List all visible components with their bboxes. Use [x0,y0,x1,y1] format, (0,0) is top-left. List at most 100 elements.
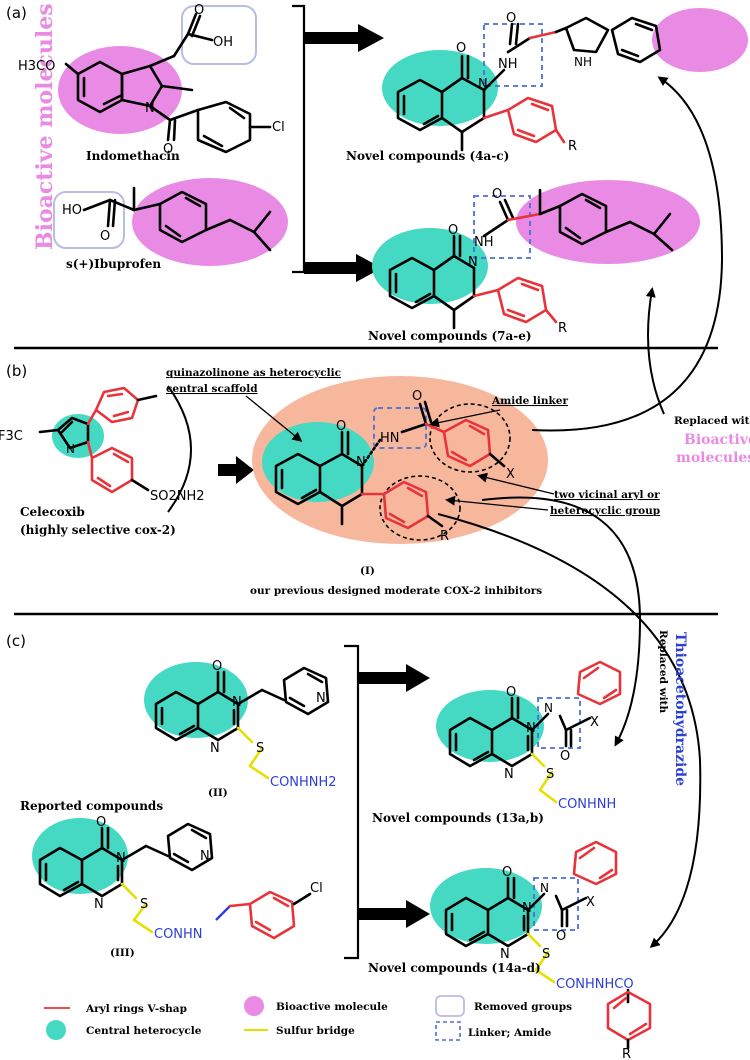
celecoxib-sub-label: (highly selective cox-2) [20,523,176,537]
panel-c-label: (c) [6,632,26,650]
atom-n: N [478,77,488,92]
vicinal-label-line2: heterocyclic group [550,505,660,517]
ibuprofen-label: s(+)Ibuprofen [66,257,161,271]
atom-n: N [468,255,478,270]
arrow-to-13ab-main [358,664,430,692]
atom-o: O [100,229,110,244]
indomethacin-label: Indomethacin [86,149,180,163]
aryl-circle-lower [379,475,461,541]
atom-x: X [506,467,515,482]
arrow-to-14ad-main [358,900,430,928]
panel-b-label: (b) [6,362,27,380]
atom-n: N [526,721,536,736]
compound-13ab-structure: O N N N O X S CONHNH [436,660,622,812]
atom-nh: NH [498,57,518,72]
atom-n: N [504,767,514,782]
compound-I-label: (I) [360,565,375,577]
central-heterocycle [262,422,374,502]
atom-r: R [440,529,449,544]
legend-central: Central heterocycle [86,1025,202,1037]
arrow-to-7ae [304,254,382,282]
atom-o: O [556,929,566,944]
atom-conhn: CONHN [154,927,203,942]
vicinal-label-line1: two vicinal aryl or [554,489,660,501]
bioactive-highlight [132,178,288,266]
novel-compounds-13ab-label: Novel compounds (13a,b) [372,811,544,825]
atom-n: N [94,897,104,912]
atom-s: S [256,741,264,756]
bioactive-word: Bioactive [684,432,750,448]
atom-n: N [232,695,242,710]
legend-swatch-removed [435,995,465,1017]
ibuprofen-structure: HO O [53,178,288,266]
atom-o: O [492,187,502,202]
bracket-b [167,385,192,513]
bioactive-highlight [516,180,700,264]
arrow-to-compound-I [218,456,254,484]
atom-o: O [163,142,173,157]
atom-conhnhco: CONHNHCO [556,977,634,992]
panel-a-label: (a) [6,4,27,22]
atom-cl: Cl [310,881,323,896]
atom-n: N [500,947,510,962]
atom-n: N [116,851,126,866]
arrow-to-14ad [437,513,702,948]
replaced-with-label-c: Replaced with [657,630,669,713]
atom-n: N [66,442,75,456]
atom-o: O [212,659,222,674]
legend-swatch-central [46,1020,66,1040]
atom-o: O [506,685,516,700]
reported-compounds-label: Reported compounds [20,799,163,813]
removed-group-box [181,5,257,65]
atom-n: N [200,849,210,864]
bracket-c [344,644,360,960]
vicinal-pointer-1 [477,472,555,495]
novel-compounds-7ae-label: Novel compounds (7a-e) [368,329,532,343]
atom-oh: OH [213,35,233,50]
celecoxib-label: Celecoxib [20,505,85,519]
atom-h3co: H3CO [18,59,55,74]
novel-compounds-4ac-label: Novel compounds (4a-c) [346,149,509,163]
atom-o: O [502,865,512,880]
arrow-to-4ac [304,24,384,52]
atom-nh: NH [574,55,592,69]
atom-o: O [560,749,570,764]
legend-removed: Removed groups [474,1001,572,1013]
amide-pointer [429,409,501,428]
vicinal-pointer-2 [445,495,549,511]
scaffold-pointer [245,395,303,442]
legend-swatch-bioactive [244,996,264,1016]
atom-n: N [544,701,553,715]
atom-o: O [448,223,458,238]
atom-conhnh2: CONHNH2 [270,775,337,790]
atom-r: R [568,139,577,154]
amide-linker-label: Amide linker [491,395,568,407]
atom-n: N [210,741,220,756]
atom-o: O [506,11,516,26]
previous-inhibitors-label: our previous designed moderate COX-2 inh… [250,585,542,597]
central-heterocycle [32,818,128,894]
compound-III-structure: O N N N S CONHN Cl [32,815,323,942]
legend-linker: Linker; Amide [468,1027,552,1039]
atom-o: O [194,3,204,18]
atom-s: S [542,947,550,962]
atom-hn: HN [380,431,400,446]
scaffold-label-line1: quinazolinone as heterocyclic [166,367,341,379]
atom-r: R [558,321,567,336]
bracket-a [292,4,306,274]
legend-swatch-linker [435,1021,461,1041]
compound-II-structure: O N N N S CONHNH2 [144,659,337,790]
molecules-word: molecules [676,450,750,466]
replaced-with-label-b: Replaced with [674,415,750,427]
atom-x: X [586,895,595,910]
atom-n: N [540,881,549,895]
compound-7ae-structure: O N NH O R [372,180,700,336]
linker-box [473,195,531,259]
legend: Aryl rings V-shap Central heterocycle Bi… [44,995,572,1041]
compound-4ac-structure: O N NH O NH R [382,8,748,154]
legend-bioactive: Bioactive molecule [276,1001,388,1013]
arrow-to-13ab [481,496,642,747]
indomethacin-structure: H3CO OH O N O Cl [18,3,285,157]
compound-II-label: (II) [208,787,228,799]
